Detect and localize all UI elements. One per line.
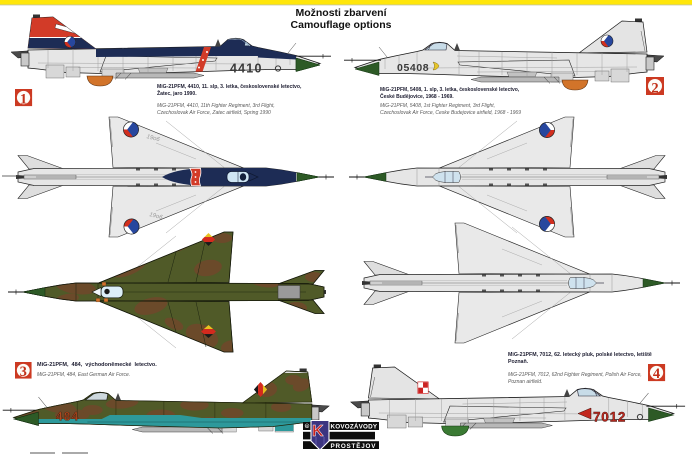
svg-text:K: K bbox=[312, 423, 324, 440]
svg-text:PROSTĚJOV: PROSTĚJOV bbox=[331, 441, 377, 450]
svg-text:KOVOZÁVODY: KOVOZÁVODY bbox=[331, 422, 378, 431]
svg-text:1: 1 bbox=[20, 92, 27, 108]
svg-text:19o6: 19o6 bbox=[149, 212, 164, 221]
svg-text:19o6: 19o6 bbox=[146, 134, 161, 143]
svg-text:484: 484 bbox=[56, 412, 80, 424]
svg-text:7012: 7012 bbox=[593, 410, 626, 425]
svg-text:05408: 05408 bbox=[397, 62, 429, 74]
svg-text:R: R bbox=[306, 424, 309, 428]
svg-text:4: 4 bbox=[653, 366, 660, 382]
svg-text:4410: 4410 bbox=[230, 62, 263, 76]
svg-text:2: 2 bbox=[651, 80, 658, 96]
svg-text:3: 3 bbox=[20, 364, 27, 380]
